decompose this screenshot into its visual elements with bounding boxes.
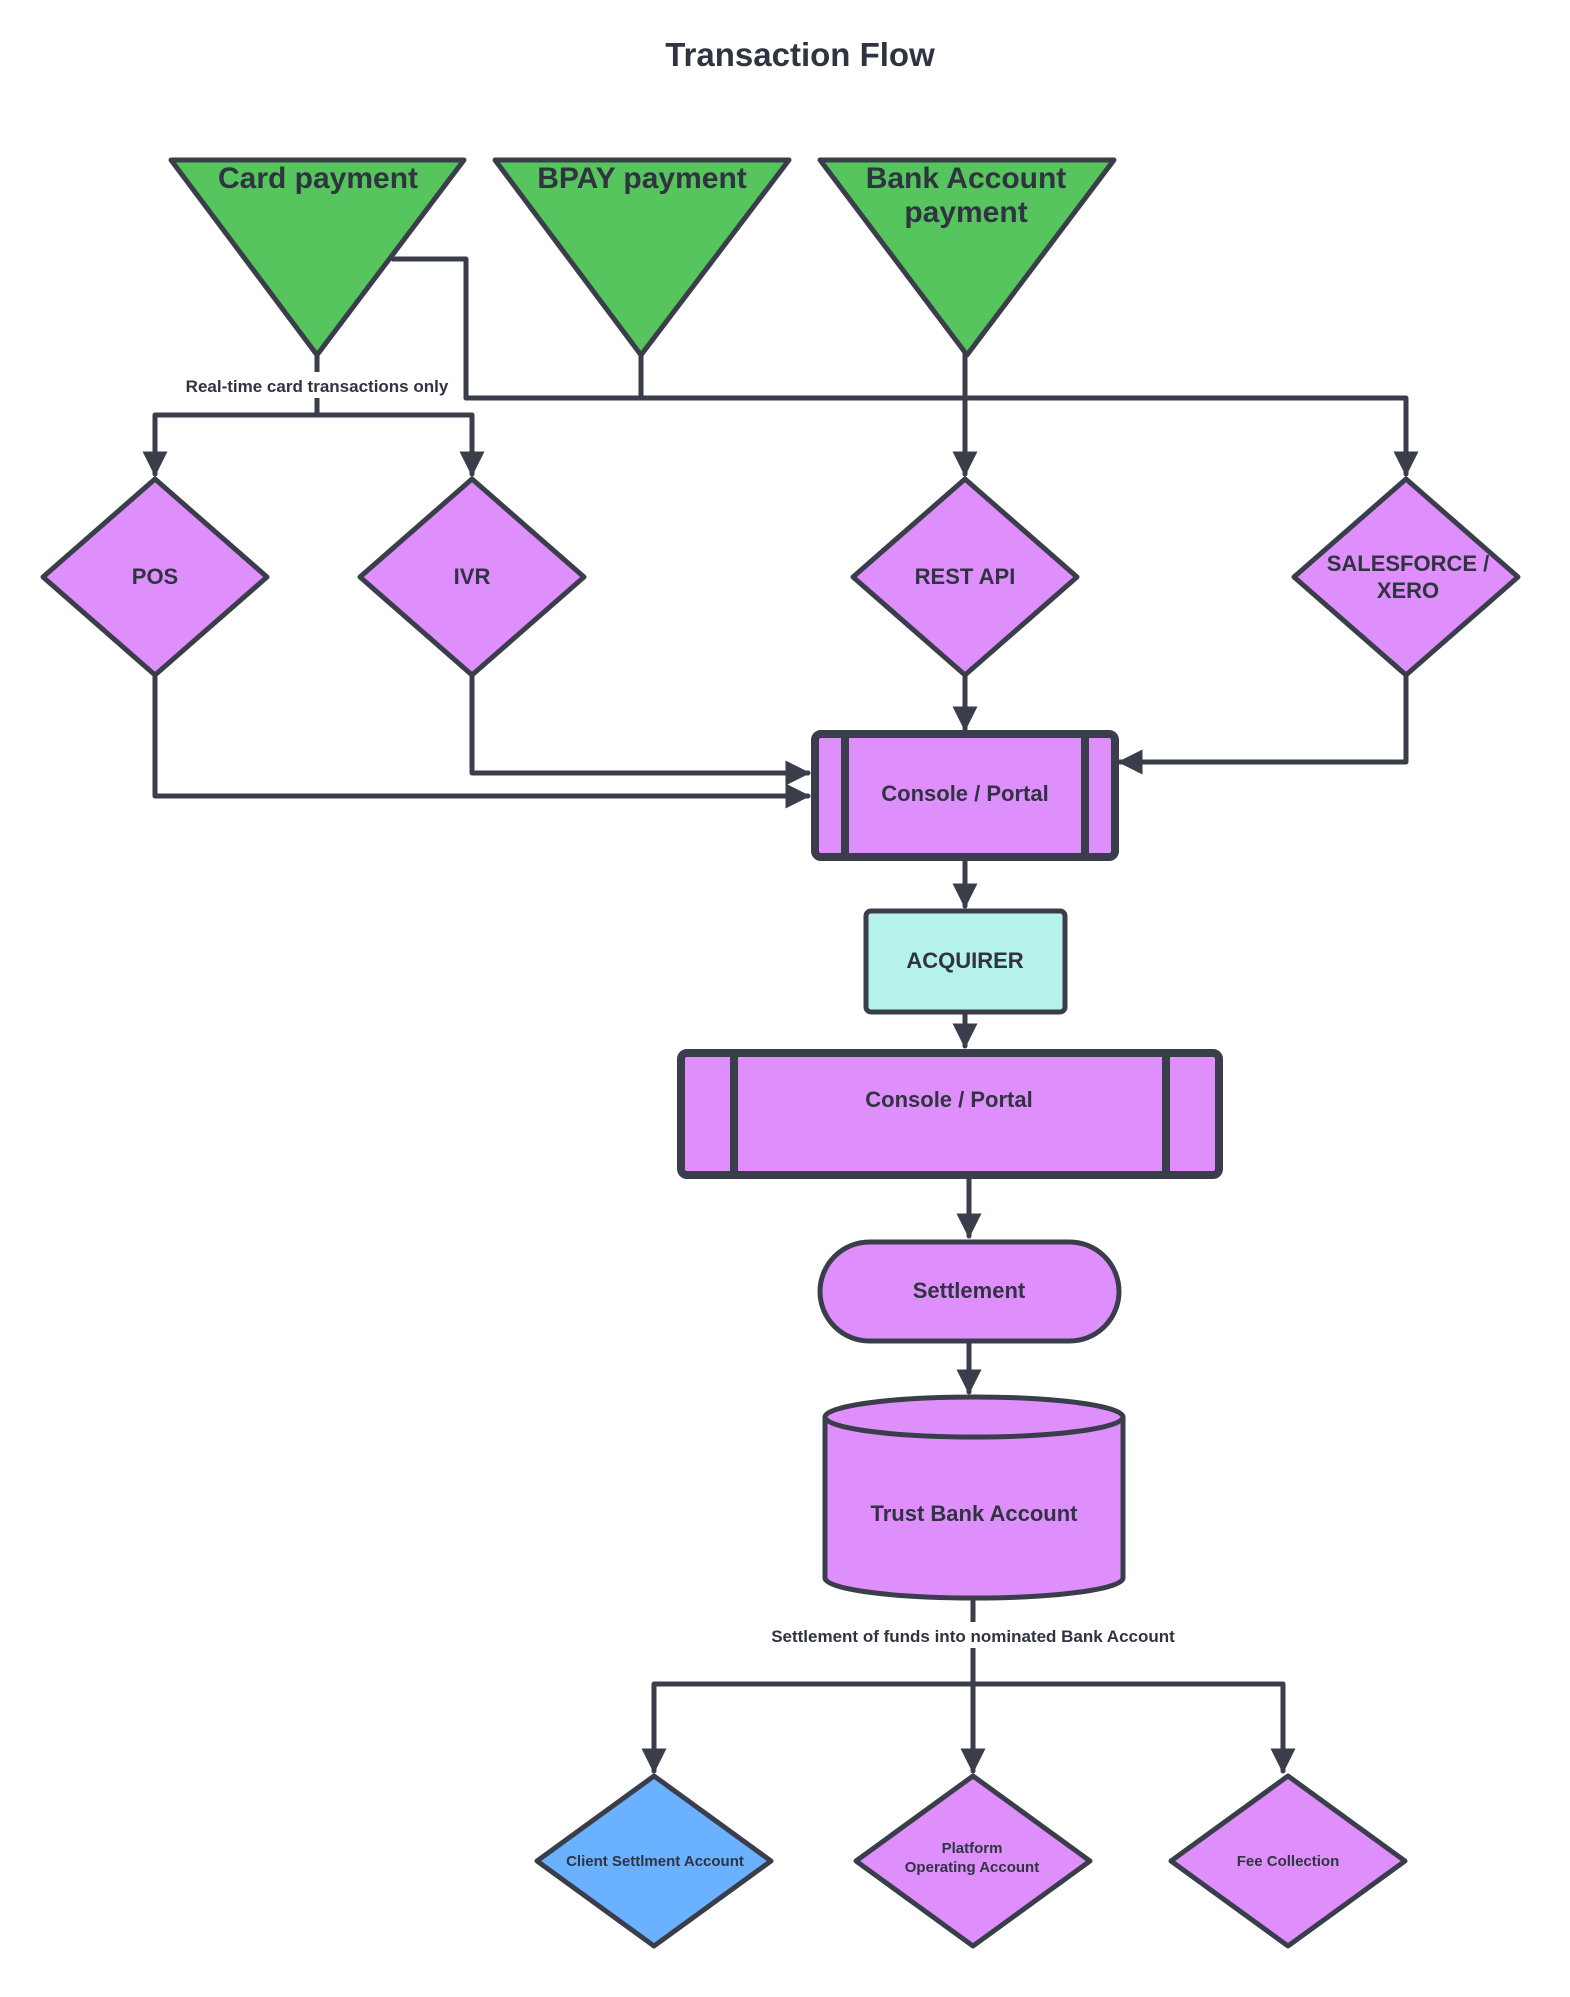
console-portal-top: Console / Portal (811, 730, 1119, 861)
platform-label-line1: Platform (942, 1840, 1003, 1857)
acquirer-label: ACQUIRER (906, 948, 1023, 973)
connector-merge-bus (463, 395, 1419, 477)
channel-ivr-label: IVR (454, 564, 491, 589)
channel-salesforce-label-line2: XERO (1377, 578, 1439, 603)
connector-to-client (641, 1681, 976, 1774)
connector-to-fee (970, 1681, 1296, 1774)
channel-rest-api-label: REST API (915, 564, 1016, 589)
page-title: Transaction Flow (665, 36, 935, 73)
channel-pos: POS (40, 476, 270, 678)
destination-client-settlement: Client Settlment Account (534, 1773, 774, 1949)
connectors (142, 256, 1419, 1774)
source-bank-account-payment: Bank Account payment (817, 157, 1117, 358)
connector-pos-to-console (152, 672, 811, 809)
channel-pos-label: POS (132, 564, 178, 589)
settlement-label: Settlement (913, 1278, 1026, 1303)
channel-salesforce-label-line1: SALESFORCE / (1327, 551, 1490, 576)
source-bpay-label: BPAY payment (537, 162, 747, 195)
destination-platform-operating: Platform Operating Account (853, 1773, 1093, 1949)
source-bank-label-line2: payment (904, 196, 1027, 229)
fee-collection-label: Fee Collection (1237, 1853, 1340, 1870)
source-card-payment: Card payment (168, 157, 467, 358)
note-realtime-card: Real-time card transactions only (186, 377, 449, 396)
trust-bank-account: Trust Bank Account (822, 1394, 1126, 1601)
channel-rest-api: REST API (850, 476, 1080, 678)
trust-account-label: Trust Bank Account (871, 1501, 1079, 1526)
connector-ivr-to-console (469, 672, 811, 786)
console-top-label: Console / Portal (881, 781, 1048, 806)
channel-salesforce-xero: SALESFORCE / XERO (1291, 476, 1521, 678)
settlement-terminator: Settlement (817, 1239, 1122, 1344)
note-settlement-funds: Settlement of funds into nominated Bank … (771, 1627, 1175, 1646)
channel-ivr: IVR (357, 476, 587, 678)
client-settlement-label: Client Settlment Account (566, 1853, 744, 1870)
source-card-label: Card payment (218, 162, 418, 195)
source-bpay-payment: BPAY payment (492, 157, 792, 358)
platform-label-line2: Operating Account (905, 1859, 1039, 1876)
console-bottom-label: Console / Portal (865, 1087, 1032, 1112)
connector-card-side (390, 256, 469, 401)
connector-salesforce-to-console (1117, 672, 1409, 775)
connector-card-to-ivr (314, 412, 485, 477)
acquirer-box: ACQUIRER (863, 908, 1068, 1015)
destination-fee-collection: Fee Collection (1168, 1773, 1408, 1949)
connector-card-to-pos (142, 412, 320, 477)
source-bank-label-line1: Bank Account (866, 162, 1067, 195)
console-portal-bottom: Console / Portal (677, 1049, 1223, 1179)
